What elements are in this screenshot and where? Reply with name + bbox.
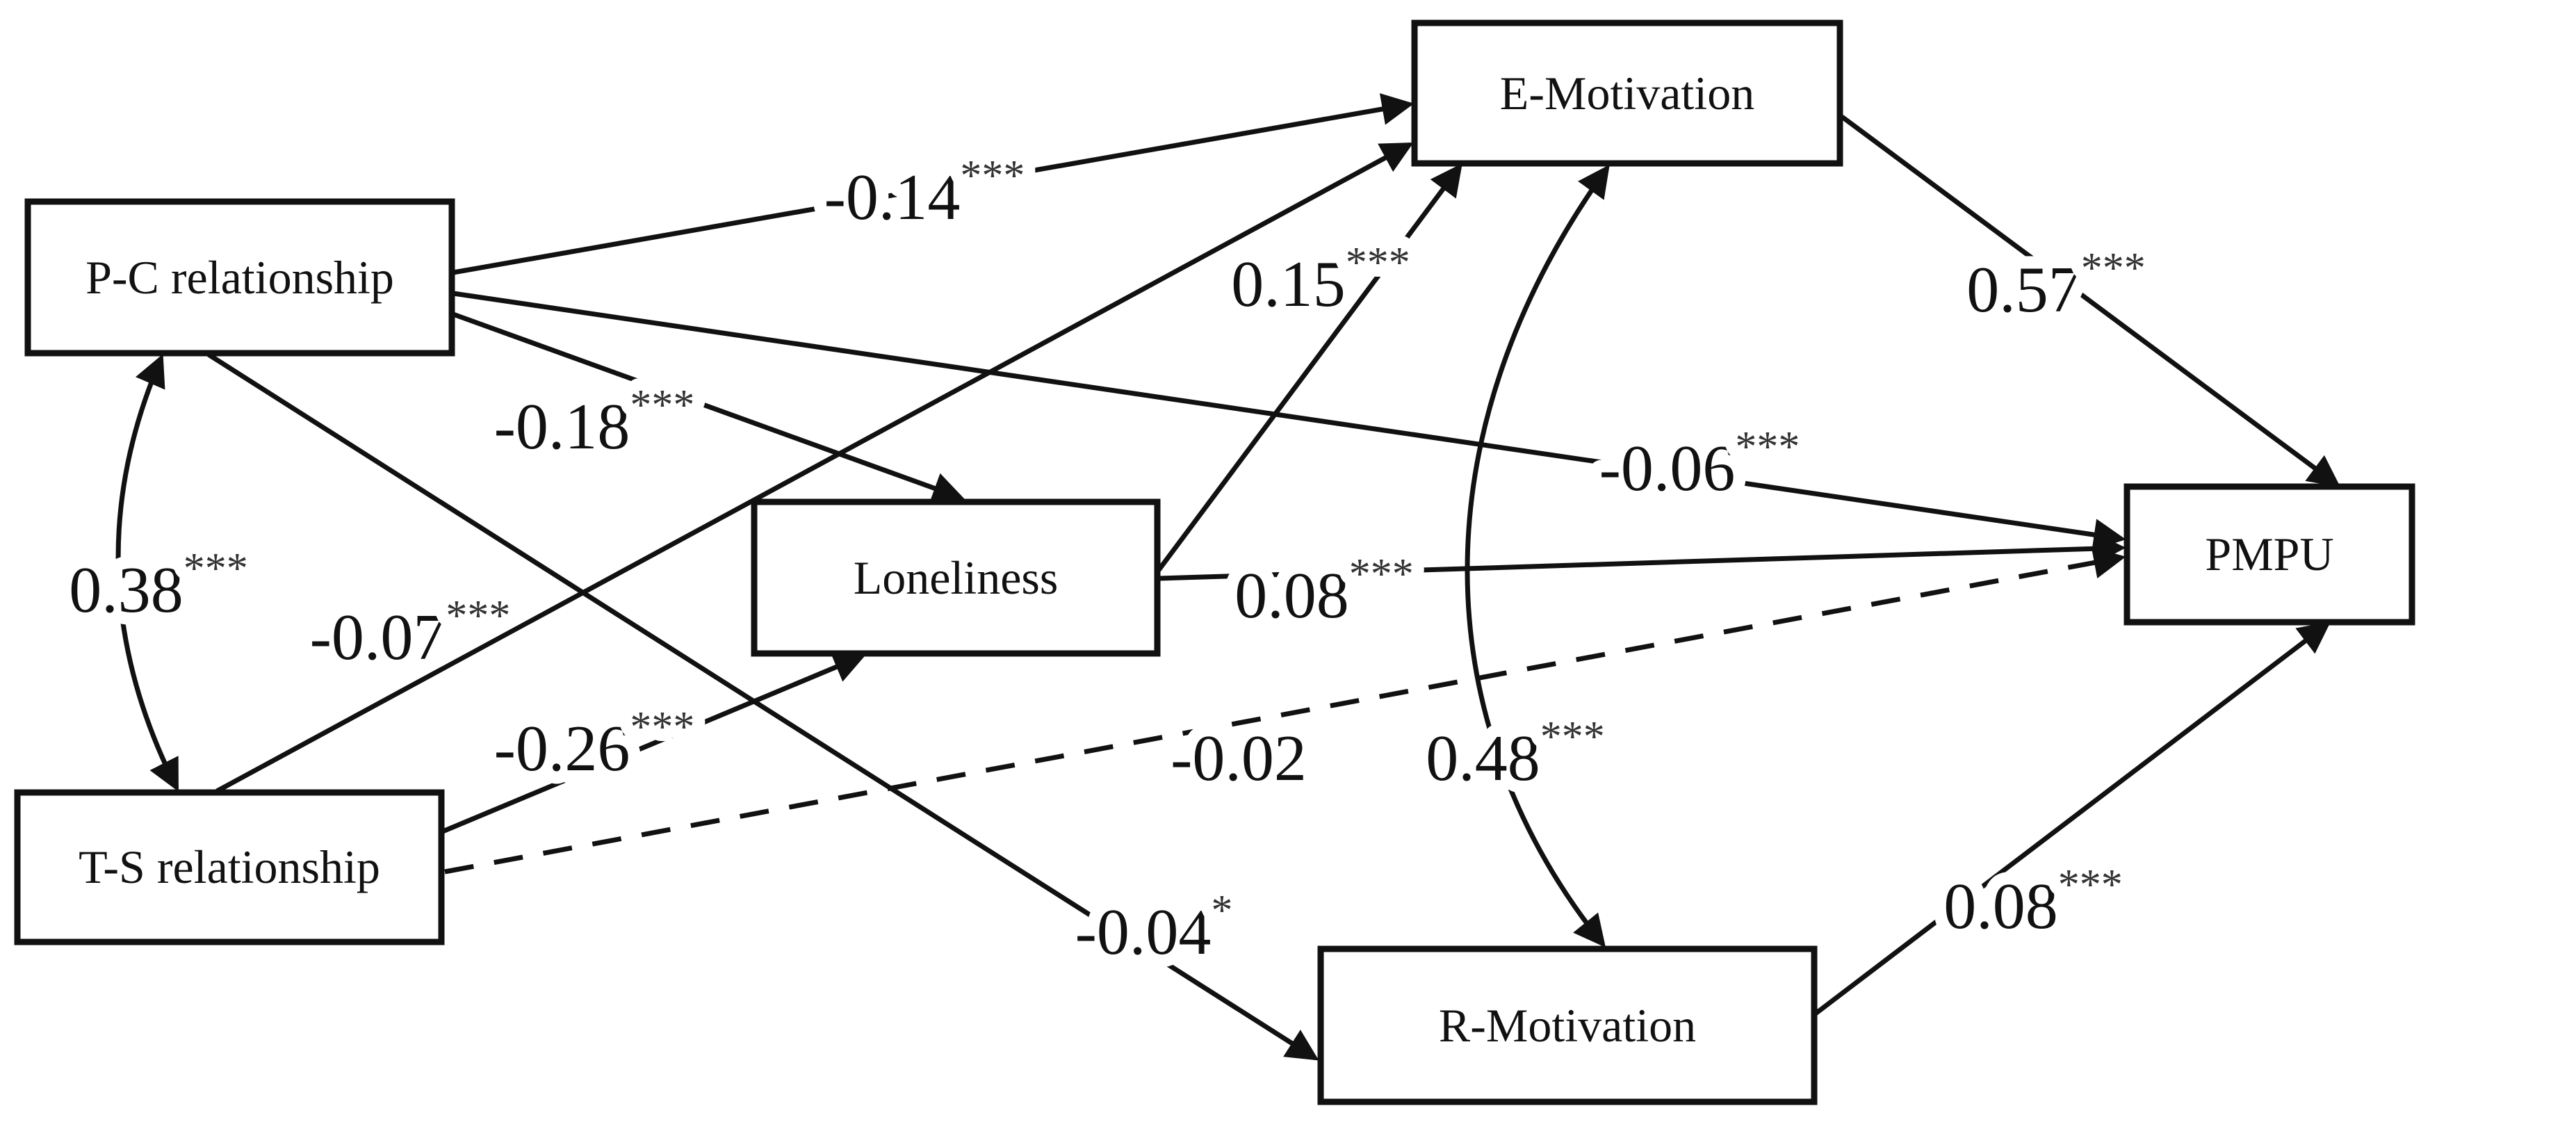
coef-pc-ts: 0.38*** — [69, 545, 248, 626]
coef-em-rm-correlation: 0.48*** — [1426, 713, 1605, 795]
coef-pc-rmotivation: -0.04* — [1075, 887, 1233, 968]
path-em-to-pmpu — [1840, 115, 2341, 487]
loneliness-box — [751, 498, 1161, 657]
path-pc-to-emotivation — [453, 93, 1415, 275]
pc-relationship-label: P-C relationship — [85, 251, 394, 304]
node-pmpu: PMPU — [2123, 483, 2415, 626]
coef-pc-emotivation: -0.14*** — [824, 152, 1025, 234]
path-ts-to-loneliness — [441, 652, 866, 834]
path-pc-ts-correlation — [115, 354, 179, 792]
pc-relationship-box — [24, 198, 455, 357]
rmotivation-box — [1317, 945, 1818, 1105]
path-pc-to-pmpu — [453, 291, 2126, 551]
path-lon-to-emotivation — [1157, 163, 1462, 572]
coef-emotivation-pmpu: 0.57*** — [1966, 245, 2146, 326]
path-ts-to-pmpu — [444, 546, 2126, 875]
coef-loneliness-emotivation: 0.15*** — [1231, 239, 1410, 320]
pmpu-label: PMPU — [2205, 528, 2333, 580]
loneliness-label: Loneliness — [854, 551, 1059, 604]
path-em-rm-correlation — [1465, 164, 1610, 948]
node-rmotivation: R-Motivation — [1317, 945, 1818, 1105]
coef-rmotivation-pmpu: 0.08*** — [1943, 861, 2123, 943]
node-ts-relationship: T-S relationship — [14, 789, 445, 945]
ts-relationship-label: T-S relationship — [79, 840, 380, 893]
coef-pc-pmpu: -0.06*** — [1599, 423, 1800, 505]
coef-pc-loneliness: -0.18*** — [494, 382, 695, 463]
coef-ts-emotivation: -0.07*** — [310, 592, 511, 674]
path-ts-to-emotivation — [215, 142, 1414, 794]
node-emotivation: E-Motivation — [1411, 19, 1843, 167]
coef-ts-pmpu: -0.02 — [1171, 722, 1307, 795]
rmotivation-label: R-Motivation — [1439, 999, 1696, 1052]
path-pc-to-loneliness — [452, 311, 965, 504]
coef-ts-loneliness: -0.26*** — [494, 704, 695, 785]
node-pc-relationship: P-C relationship — [24, 198, 455, 357]
path-lon-to-pmpu — [1158, 533, 2126, 581]
pmpu-box — [2123, 483, 2415, 626]
coef-loneliness-pmpu: 0.08*** — [1234, 551, 1414, 632]
node-loneliness: Loneliness — [751, 498, 1161, 657]
emotivation-box — [1411, 19, 1843, 167]
path-rm-to-pmpu — [1813, 621, 2331, 1016]
ts-relationship-box — [14, 789, 445, 945]
emotivation-label: E-Motivation — [1500, 67, 1754, 120]
path-pc-to-rmotivation — [207, 352, 1319, 1061]
